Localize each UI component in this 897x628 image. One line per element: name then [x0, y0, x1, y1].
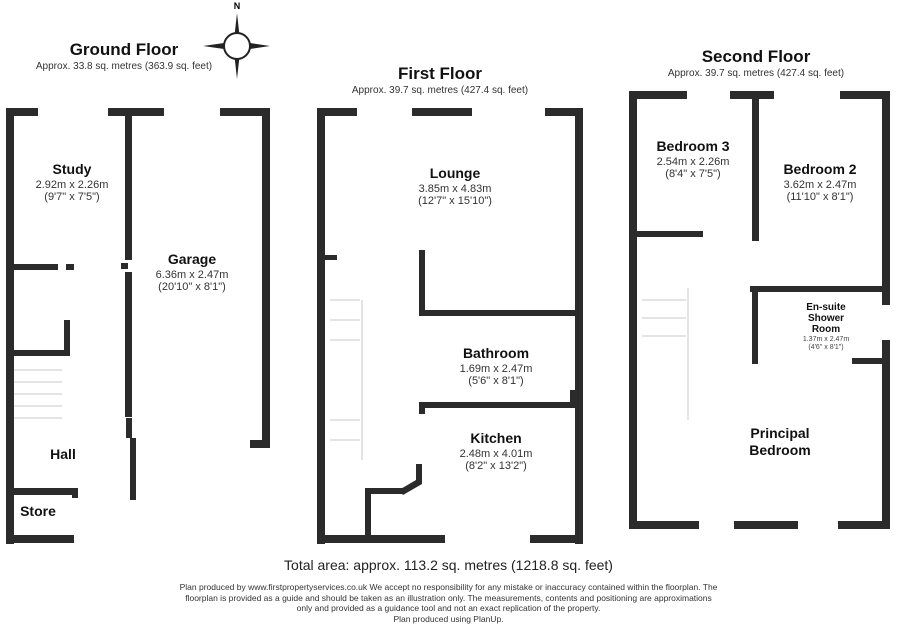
- garage-label: Garage: [168, 251, 216, 267]
- ensuite-imperial: (4'6" x 8'1"): [808, 344, 843, 351]
- bedroom2-imperial: (11'10" x 8'1"): [787, 191, 854, 203]
- ensuite-label-line2: Shower: [808, 313, 844, 324]
- bathroom-imperial: (5'6" x 8'1"): [468, 375, 523, 387]
- bathroom-metric: 1.69m x 2.47m: [460, 363, 533, 375]
- ensuite-label-line1: En-suite: [806, 302, 846, 313]
- ground-floor-area: Approx. 33.8 sq. metres (363.9 sq. feet): [36, 61, 212, 72]
- garage-metric: 6.36m x 2.47m: [156, 269, 229, 281]
- lounge-metric: 3.85m x 4.83m: [419, 183, 492, 195]
- disclaimer-line2: floorplan is provided as a guide and sho…: [185, 592, 712, 603]
- bathroom-label: Bathroom: [463, 345, 529, 361]
- bedroom3-label: Bedroom 3: [656, 138, 729, 154]
- second-floor-plan: Bedroom 3 2.54m x 2.26m (8'4" x 7'5") Be…: [629, 91, 890, 529]
- bedroom3-metric: 2.54m x 2.26m: [657, 156, 730, 168]
- lounge-imperial: (12'7" x 15'10"): [418, 195, 492, 207]
- disclaimer-line3: only and provided as a guidance tool and…: [296, 603, 601, 613]
- ground-floor-title: Ground Floor: [70, 40, 179, 59]
- disclaimer-line4: Plan produced using PlanUp.: [393, 613, 504, 624]
- ground-floor-plan: Study 2.92m x 2.26m (9'7" x 7'5") Garage…: [6, 108, 270, 544]
- disclaimer: Plan produced by www.firstpropertyservic…: [135, 582, 762, 624]
- garage-imperial: (20'10" x 8'1"): [158, 281, 226, 293]
- kitchen-label: Kitchen: [470, 430, 521, 446]
- compass-icon: N: [203, 1, 270, 79]
- kitchen-metric: 2.48m x 4.01m: [460, 448, 533, 460]
- study-label: Study: [53, 161, 92, 177]
- store-label: Store: [20, 503, 56, 519]
- bedroom3-imperial: (8'4" x 7'5"): [665, 168, 720, 180]
- ensuite-metric: 1.37m x 2.47m: [803, 336, 849, 343]
- principal-bedroom-label-line2: Bedroom: [749, 442, 810, 458]
- lounge-label: Lounge: [430, 165, 481, 181]
- first-floor-title: First Floor: [398, 64, 482, 83]
- hall-label: Hall: [50, 446, 76, 462]
- kitchen-imperial: (8'2" x 13'2"): [465, 460, 527, 472]
- second-floor-area: Approx. 39.7 sq. metres (427.4 sq. feet): [668, 68, 844, 79]
- total-area: Total area: approx. 113.2 sq. metres (12…: [284, 557, 613, 573]
- first-floor-area: Approx. 39.7 sq. metres (427.4 sq. feet): [352, 85, 528, 96]
- study-metric: 2.92m x 2.26m: [36, 179, 109, 191]
- study-imperial: (9'7" x 7'5"): [44, 191, 99, 203]
- disclaimer-line1: Plan produced by www.firstpropertyservic…: [179, 582, 718, 592]
- compass-north-label: N: [234, 1, 241, 11]
- principal-bedroom-label-line1: Principal: [750, 425, 809, 441]
- bedroom2-label: Bedroom 2: [783, 161, 856, 177]
- first-floor-plan: Lounge 3.85m x 4.83m (12'7" x 15'10") Ba…: [317, 108, 583, 544]
- second-floor-title: Second Floor: [702, 47, 811, 66]
- ensuite-label-line3: Room: [812, 324, 840, 335]
- bedroom2-metric: 3.62m x 2.47m: [784, 179, 857, 191]
